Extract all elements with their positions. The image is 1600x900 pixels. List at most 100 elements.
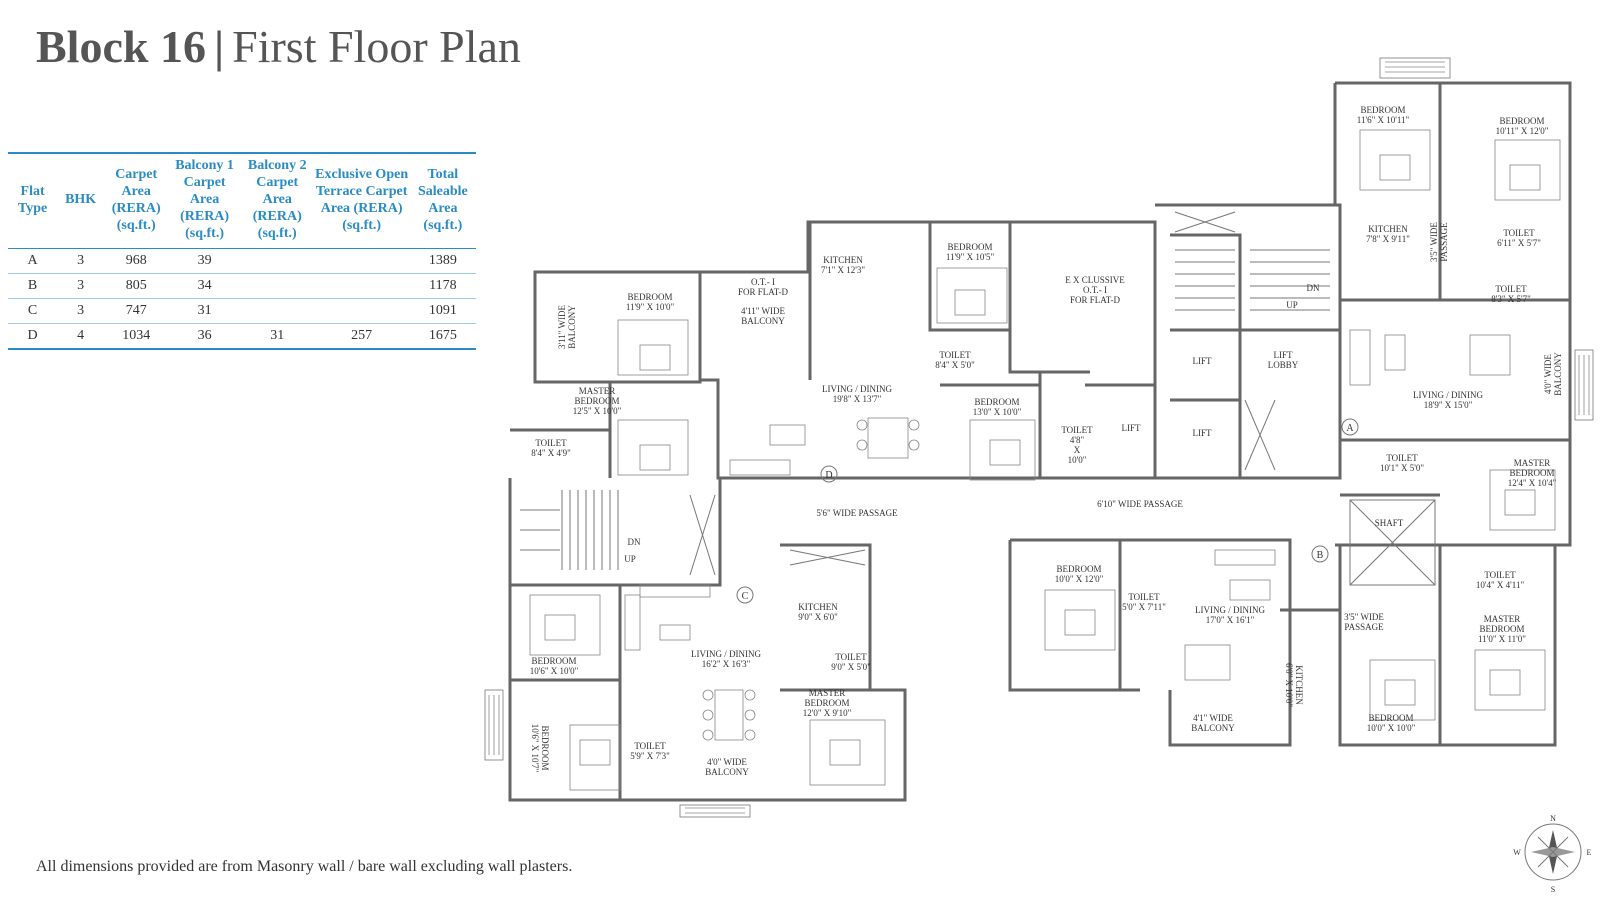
- label-line: LIVING / DINING: [1413, 390, 1483, 400]
- label-flat-d-balcony-1: 3'11" WIDEBALCONY: [557, 304, 577, 349]
- label-line: LOBBY: [1268, 360, 1299, 370]
- label-line: 12'5" X 10'0": [573, 406, 622, 416]
- label-line: 6'11" X 5'7": [1497, 238, 1541, 248]
- cell-terrace: [313, 298, 410, 324]
- table-row: C 3 747 31 1091: [8, 298, 476, 324]
- cell-carpet: 968: [104, 248, 169, 274]
- label-line: KITCHEN: [1294, 665, 1304, 705]
- label-line: BEDROOM: [531, 656, 576, 666]
- table-row: D 4 1034 36 31 257 1675: [8, 323, 476, 350]
- label-line: 10'0" X 12'0": [1055, 574, 1104, 584]
- label-stair-dn-right: DN: [1307, 283, 1320, 293]
- cell-bhk: 3: [57, 298, 105, 324]
- cell-balcony-2: [240, 248, 314, 274]
- label-line: BEDROOM: [1368, 713, 1413, 723]
- label-line: BEDROOM: [947, 242, 992, 252]
- label-line: 6'0" X 10'0": [1284, 663, 1294, 707]
- label-line: BEDROOM: [1360, 105, 1405, 115]
- label-line: TOILET: [535, 438, 567, 448]
- cell-total: 1675: [409, 323, 476, 350]
- label-line: LIVING / DINING: [822, 384, 892, 394]
- compass-south: S: [1551, 885, 1555, 894]
- area-table-header: Flat Type BHK Carpet Area (RERA) (sq.ft.…: [8, 152, 476, 249]
- compass-east: E: [1587, 848, 1592, 857]
- label-line: 3'5" WIDE: [1429, 222, 1439, 262]
- label-line: O.T.- I: [1083, 285, 1107, 295]
- label-line: 13'0" X 10'0": [973, 407, 1022, 417]
- header-open-terrace: Exclusive Open Terrace Carpet Area (RERA…: [313, 152, 410, 249]
- label-line: TOILET: [634, 741, 666, 751]
- label-stair-dn-left: DN: [628, 537, 641, 547]
- label-line: 10'4" X 4'11": [1476, 580, 1525, 590]
- label-line: 10'0": [1068, 455, 1087, 465]
- label-line: 3'11" WIDE: [557, 304, 567, 349]
- label-line: 4'0" WIDE: [1543, 354, 1553, 394]
- header-carpet-area: Carpet Area (RERA) (sq.ft.): [104, 152, 169, 249]
- label-line: 12'0" X 9'10": [803, 708, 852, 718]
- cell-flat-type: A: [8, 248, 58, 274]
- cell-flat-type: B: [8, 273, 58, 299]
- label-line: KITCHEN: [798, 602, 838, 612]
- footnote: All dimensions provided are from Masonry…: [36, 858, 573, 875]
- label-line: 8'3" X 5'7": [1491, 294, 1531, 304]
- compass-icon: N E S W: [1513, 814, 1591, 894]
- label-line: BEDROOM: [627, 292, 672, 302]
- label-line: 4'0" WIDE: [707, 757, 747, 767]
- label-line: KITCHEN: [1368, 224, 1408, 234]
- label-line: 10'6" X 10'0": [530, 666, 579, 676]
- header-flat-type: Flat Type: [8, 152, 58, 249]
- label-line: 4'1" WIDE: [1193, 713, 1233, 723]
- label-line: 12'4" X 10'4": [1508, 478, 1557, 488]
- cell-flat-type: C: [8, 298, 58, 324]
- label-line: TOILET: [1128, 592, 1160, 602]
- label-line: TOILET: [1503, 228, 1535, 238]
- label-passage-left: 5'6" WIDE PASSAGE: [816, 508, 898, 518]
- title-block: Block 16: [36, 21, 206, 72]
- cell-terrace: 257: [313, 323, 410, 350]
- title-separator: |: [213, 21, 225, 72]
- label-line: TOILET: [1386, 453, 1418, 463]
- cell-balcony-2: [240, 273, 314, 299]
- label-line: BALCONY: [1553, 352, 1563, 396]
- label-line: BEDROOM: [1509, 468, 1554, 478]
- label-line: 11'6" X 10'11": [1357, 115, 1410, 125]
- cell-terrace: [313, 248, 410, 274]
- label-line: O.T.- I: [751, 277, 775, 287]
- label-line: LIFT: [1274, 350, 1294, 360]
- label-line: 10'0" X 10'0": [1367, 723, 1416, 733]
- label-passage-right: 6'10" WIDE PASSAGE: [1097, 499, 1183, 509]
- label-line: 4'8": [1070, 435, 1085, 445]
- cell-balcony-1: 31: [168, 298, 241, 324]
- cell-total: 1178: [409, 273, 476, 299]
- label-line: TOILET: [835, 652, 867, 662]
- area-table: Flat Type BHK Carpet Area (RERA) (sq.ft.…: [8, 152, 476, 350]
- label-line: FOR FLAT-D: [738, 287, 788, 297]
- label-line: 5'0" X 7'11": [1122, 602, 1166, 612]
- cell-bhk: 4: [57, 323, 105, 350]
